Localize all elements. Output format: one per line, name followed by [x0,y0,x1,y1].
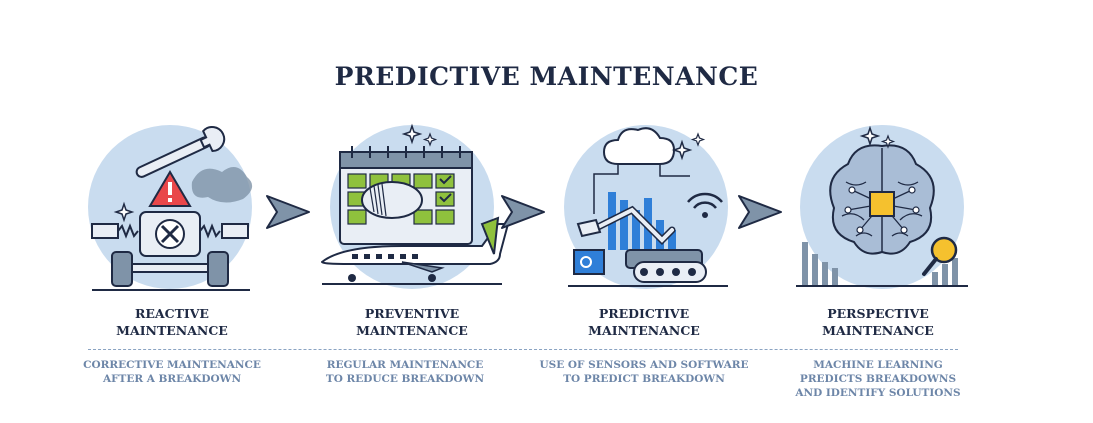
stage-preventive-title: PREVENTIVE MAINTENANCE [312,305,512,339]
stage-reactive-desc-line1: CORRECTIVE MAINTENANCE [83,359,261,371]
stage-predictive-title: PREDICTIVE MAINTENANCE [544,305,744,339]
stage-perspective-desc-line2: PREDICTS BREAKDOWNS [799,373,957,385]
stage-perspective-title-line2: MAINTENANCE [822,323,934,338]
stage-perspective-description: MACHINE LEARNING PREDICTS BREAKDOWNS AND… [768,358,988,400]
arrow-right-icon [738,195,782,229]
stage-reactive [72,112,272,302]
stage-perspective-title-line1: PERSPECTIVE [827,306,929,321]
stage-perspective [782,112,982,302]
stage-predictive-description: USE OF SENSORS AND SOFTWARE TO PREDICT B… [534,358,754,386]
stage-reactive-description: CORRECTIVE MAINTENANCE AFTER A BREAKDOWN [62,358,282,386]
calendar-airplane-icon [320,123,510,289]
stage-predictive-desc-line1: USE OF SENSORS AND SOFTWARE [539,359,749,371]
stage-preventive-desc-line2: TO REDUCE BREAKDOWN [325,373,485,385]
stage-perspective-title: PERSPECTIVE MAINTENANCE [778,305,978,339]
broken-machine-icon [88,125,253,291]
stage-preventive-description: REGULAR MAINTENANCE TO REDUCE BREAKDOWN [295,358,515,386]
stage-predictive-title-line2: MAINTENANCE [588,323,700,338]
stage-perspective-desc-line3: AND IDENTIFY SOLUTIONS [795,387,961,399]
stage-reactive-title-line1: REACTIVE [135,306,209,321]
stage-predictive-desc-line2: TO PREDICT BREAKDOWN [563,373,725,385]
stage-reactive-desc-line2: AFTER A BREAKDOWN [102,373,242,385]
stage-perspective-desc-line1: MACHINE LEARNING [813,359,943,371]
stage-preventive [312,112,512,302]
stage-predictive-title-line1: PREDICTIVE [598,306,690,321]
stage-preventive-title-line2: MAINTENANCE [356,323,468,338]
stage-reactive-title-line2: MAINTENANCE [116,323,228,338]
ai-brain-chip-icon [796,125,968,289]
stage-preventive-desc-line1: REGULAR MAINTENANCE [326,359,484,371]
stage-preventive-title-line1: PREVENTIVE [364,306,460,321]
page-title: PREDICTIVE MAINTENANCE [334,62,759,91]
dashed-divider [88,349,958,350]
arrow-right-icon [266,195,310,229]
stage-reactive-title: REACTIVE MAINTENANCE [72,305,272,339]
arrow-right-icon [501,195,545,229]
stage-predictive [548,112,748,302]
sensors-robot-arm-icon [564,125,728,289]
